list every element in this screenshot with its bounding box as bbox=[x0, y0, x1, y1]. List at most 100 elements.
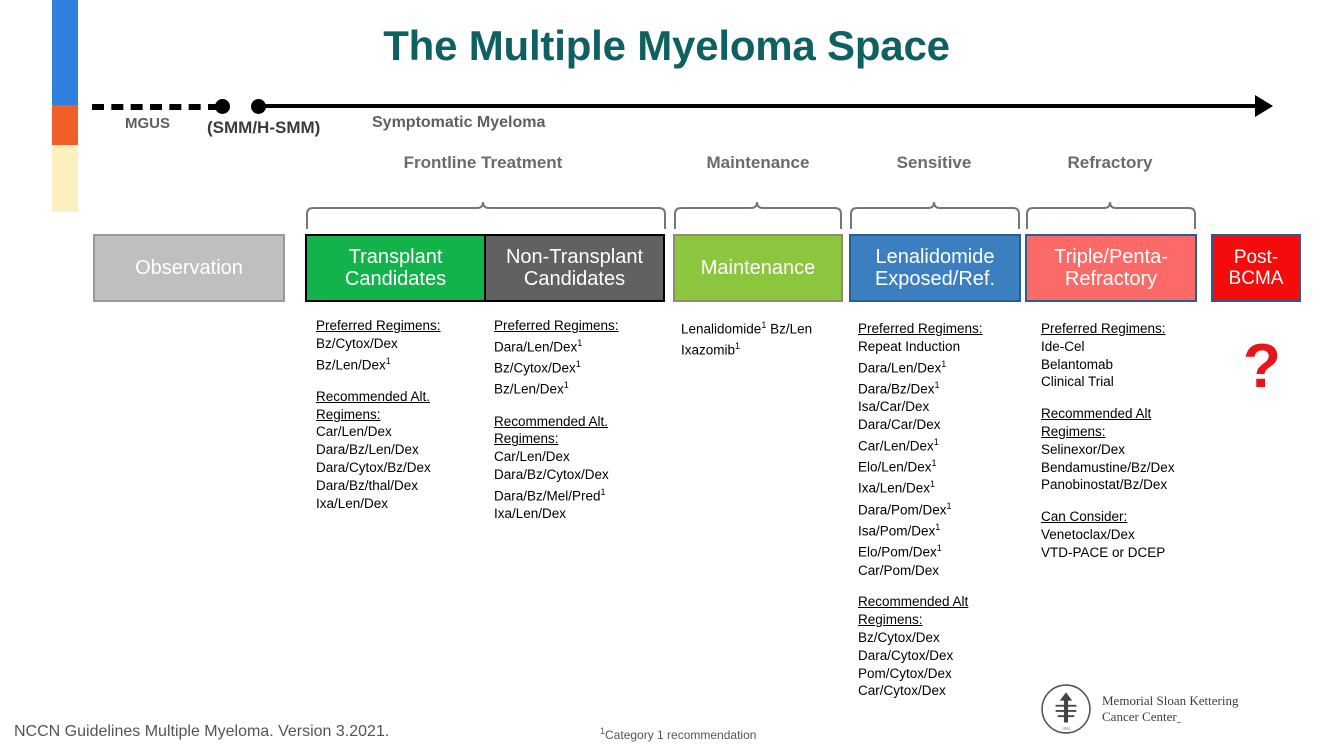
msk-logo-line2: Cancer Centerˍ bbox=[1102, 709, 1182, 724]
regimen-item: VTD-PACE or DCEP bbox=[1041, 544, 1166, 560]
category-1-marker: 1 bbox=[946, 500, 952, 511]
box-observation[interactable]: Observation bbox=[93, 234, 285, 302]
regimen-item: Bz/Cytox/Dex1 bbox=[494, 359, 581, 376]
regimen-item: Dara/Bz/Mel/Pred1 bbox=[494, 486, 606, 504]
category-1-marker: 1 bbox=[385, 355, 391, 366]
regimen-item: Clinical Trial bbox=[1041, 374, 1114, 390]
accent-bar-orange bbox=[52, 105, 78, 145]
box-observation-label: Observation bbox=[135, 256, 243, 279]
footer-source-citation: NCCN Guidelines Multiple Myeloma. Versio… bbox=[14, 723, 390, 740]
accent-bar-cream bbox=[52, 145, 78, 212]
regimen-item: Isa/Pom/Dex1 bbox=[858, 521, 941, 539]
brace-frontline bbox=[305, 200, 667, 230]
regimen-item: Lenalidomide1 Bz/Len bbox=[681, 320, 813, 337]
regimen-item: Dara/Pom/Dex1 bbox=[858, 500, 952, 518]
timeline-solid-segment bbox=[258, 104, 1263, 108]
box-post-bcma-label: Post-BCMA bbox=[1228, 246, 1284, 289]
timeline-dot-smm-start bbox=[215, 99, 230, 114]
category-1-marker: 1 bbox=[735, 341, 741, 352]
regimen-block-header: Preferred Regimens: bbox=[858, 321, 983, 336]
regimen-item: Elo/Len/Dex1 bbox=[858, 458, 937, 475]
footer-category-note: 1Category 1 recommendation bbox=[600, 726, 757, 742]
category-1-marker: 1 bbox=[935, 521, 941, 532]
msk-emblem-icon: 1884 bbox=[1041, 684, 1091, 734]
timeline-label-mgus: MGUS bbox=[125, 115, 170, 132]
regimen-block-gap bbox=[494, 399, 619, 413]
regimen-item: Ixa/Len/Dex bbox=[316, 495, 389, 511]
phase-header-maintenance: Maintenance bbox=[706, 153, 810, 172]
regimen-item: Ixa/Len/Dex bbox=[494, 506, 567, 522]
regimen-item: Bz/Cytox/Dex bbox=[316, 335, 398, 351]
page-title: The Multiple Myeloma Space bbox=[383, 22, 950, 69]
category-1-marker: 1 bbox=[575, 359, 581, 370]
regimen-block-header: Preferred Regimens: bbox=[494, 318, 619, 333]
regimen-block-gap bbox=[316, 374, 441, 388]
category-1-marker: 1 bbox=[761, 320, 767, 330]
category-1-marker: 1 bbox=[933, 436, 939, 447]
regimen-block-gap bbox=[858, 579, 983, 593]
box-triple-penta-label: Triple/Penta-Refractory bbox=[1054, 245, 1168, 290]
regimen-item: Isa/Car/Dex bbox=[858, 399, 930, 415]
regimen-block-header: Recommended Alt bbox=[1041, 406, 1152, 422]
category-1-marker: 1 bbox=[931, 458, 937, 469]
regimen-block-gap bbox=[1041, 391, 1175, 405]
regimen-item: Dara/Bz/Len/Dex bbox=[316, 442, 419, 458]
phase-header-sensitive: Sensitive bbox=[896, 153, 972, 172]
regimen-block-header: Preferred Regimens: bbox=[1041, 321, 1166, 336]
timeline-label-smm: (SMM/H-SMM) bbox=[207, 118, 321, 137]
regimen-block-header: Recommended Alt bbox=[858, 594, 969, 610]
phase-header-refractory: Refractory bbox=[1067, 153, 1153, 172]
category-1-marker: 1 bbox=[563, 380, 569, 391]
timeline-arrow-icon bbox=[1255, 95, 1273, 117]
category-1-marker: 1 bbox=[936, 543, 942, 554]
regimen-item: Bz/Len/Dex1 bbox=[494, 380, 569, 397]
regimen-item: Car/Cytox/Dex bbox=[858, 683, 946, 699]
timeline-dashed-segment bbox=[92, 104, 220, 110]
msk-logo-line1: Memorial Sloan Kettering bbox=[1102, 693, 1239, 709]
regimen-item: Dara/Cytox/Dex bbox=[858, 647, 954, 663]
regimen-item: Ide-Cel bbox=[1041, 338, 1085, 354]
box-post-bcma[interactable]: Post-BCMA bbox=[1211, 234, 1301, 302]
regimen-item: Dara/Len/Dex1 bbox=[494, 337, 583, 355]
regimen-item: Repeat Induction bbox=[858, 338, 961, 354]
regimen-item: Car/Len/Dex bbox=[494, 449, 570, 465]
box-maintenance-label: Maintenance bbox=[700, 256, 816, 279]
regimen-block-header: Recommended Alt. bbox=[316, 388, 431, 404]
regimen-item: Panobinostat/Bz/Dex bbox=[1041, 477, 1168, 493]
regimen-block-header-cont: Regimens: bbox=[1041, 423, 1106, 439]
regimen-block-header: Preferred Regimens: bbox=[316, 318, 441, 333]
timeline-label-symptomatic: Symptomatic Myeloma bbox=[372, 114, 546, 131]
regimen-block-header-cont: Regimens: bbox=[858, 612, 923, 628]
question-mark-icon: ? bbox=[1243, 332, 1281, 401]
regimen-item: Car/Len/Dex bbox=[316, 424, 392, 440]
brace-sensitive bbox=[849, 200, 1021, 230]
category-1-marker: 1 bbox=[941, 358, 947, 369]
svg-text:1884: 1884 bbox=[1062, 726, 1071, 731]
category-1-marker: 1 bbox=[934, 379, 940, 390]
regimen-item: Elo/Pom/Dex1 bbox=[858, 543, 942, 560]
regimen-item: Dara/Len/Dex1 bbox=[858, 358, 947, 376]
regimen-item: Dara/Car/Dex bbox=[858, 416, 941, 432]
regimen-block-gap bbox=[1041, 494, 1175, 508]
msk-logo: 1884 Memorial Sloan Kettering Cancer Cen… bbox=[1040, 683, 1238, 735]
brace-maintenance bbox=[673, 200, 843, 230]
regimen-block-header: Recommended Alt. bbox=[494, 413, 609, 429]
box-maintenance[interactable]: Maintenance bbox=[673, 234, 843, 302]
msk-logo-text: Memorial Sloan Kettering Cancer Centerˍ bbox=[1102, 693, 1238, 725]
footer-category-note-superscript: 1 bbox=[600, 726, 606, 736]
regimen-item: Dara/Cytox/Bz/Dex bbox=[316, 460, 431, 476]
regimen-item: Bz/Cytox/Dex bbox=[858, 629, 940, 645]
regimen-item: Dara/Bz/Dex1 bbox=[858, 379, 940, 397]
box-triple-penta-refractory[interactable]: Triple/Penta-Refractory bbox=[1025, 234, 1197, 302]
regimen-item: Belantomab bbox=[1041, 356, 1114, 372]
regimen-block-header-cont: Regimens: bbox=[316, 406, 381, 422]
accent-bar-blue bbox=[52, 0, 78, 105]
